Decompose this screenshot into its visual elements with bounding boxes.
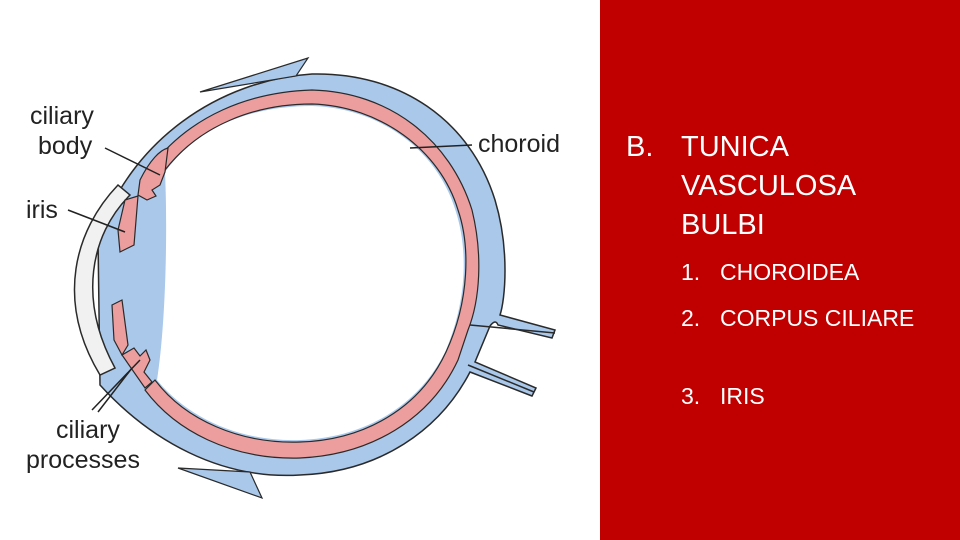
list-item-number: 3. [681,383,701,409]
list-item-number: 2. [681,305,701,331]
sclera-flare-top [199,56,310,93]
eye-diagram: ciliary body iris choroid ciliary proces… [26,56,560,500]
label-ciliary-processes-1: ciliary [56,416,120,444]
ciliary-processes-lower [121,347,153,389]
choroid-layer [144,89,480,459]
section-letter: B. [626,131,654,163]
leader-ciliary-body [104,147,161,176]
sclera-flare-bottom [177,467,264,500]
iris-upper [117,195,139,253]
list-item-text: CORPUS CILIARE [720,305,915,331]
vitreous-cavity [157,106,464,441]
label-iris: iris [26,196,58,224]
content-panel: B. TUNICA VASCULOSA BULBI 1. CHOROIDEA 2… [600,0,960,540]
section-title: TUNICA VASCULOSA BULBI [681,131,855,241]
label-ciliary-processes-2: processes [26,446,140,474]
iris-lower [111,299,129,357]
list-item-number: 1. [681,259,701,285]
label-choroid: choroid [478,130,560,158]
leader-choroid [409,144,473,149]
leader-processes-b [97,367,133,413]
leader-iris [67,209,126,233]
cornea [73,183,132,376]
eye-cross-section: ciliary body iris choroid ciliary proces… [26,56,560,500]
list-item-text: IRIS [720,383,765,409]
label-ciliary-body-1: ciliary [30,102,94,130]
list-item-text: CHOROIDEA [720,259,860,285]
optic-nerve [467,324,556,393]
label-ciliary-body-2: body [38,132,93,160]
